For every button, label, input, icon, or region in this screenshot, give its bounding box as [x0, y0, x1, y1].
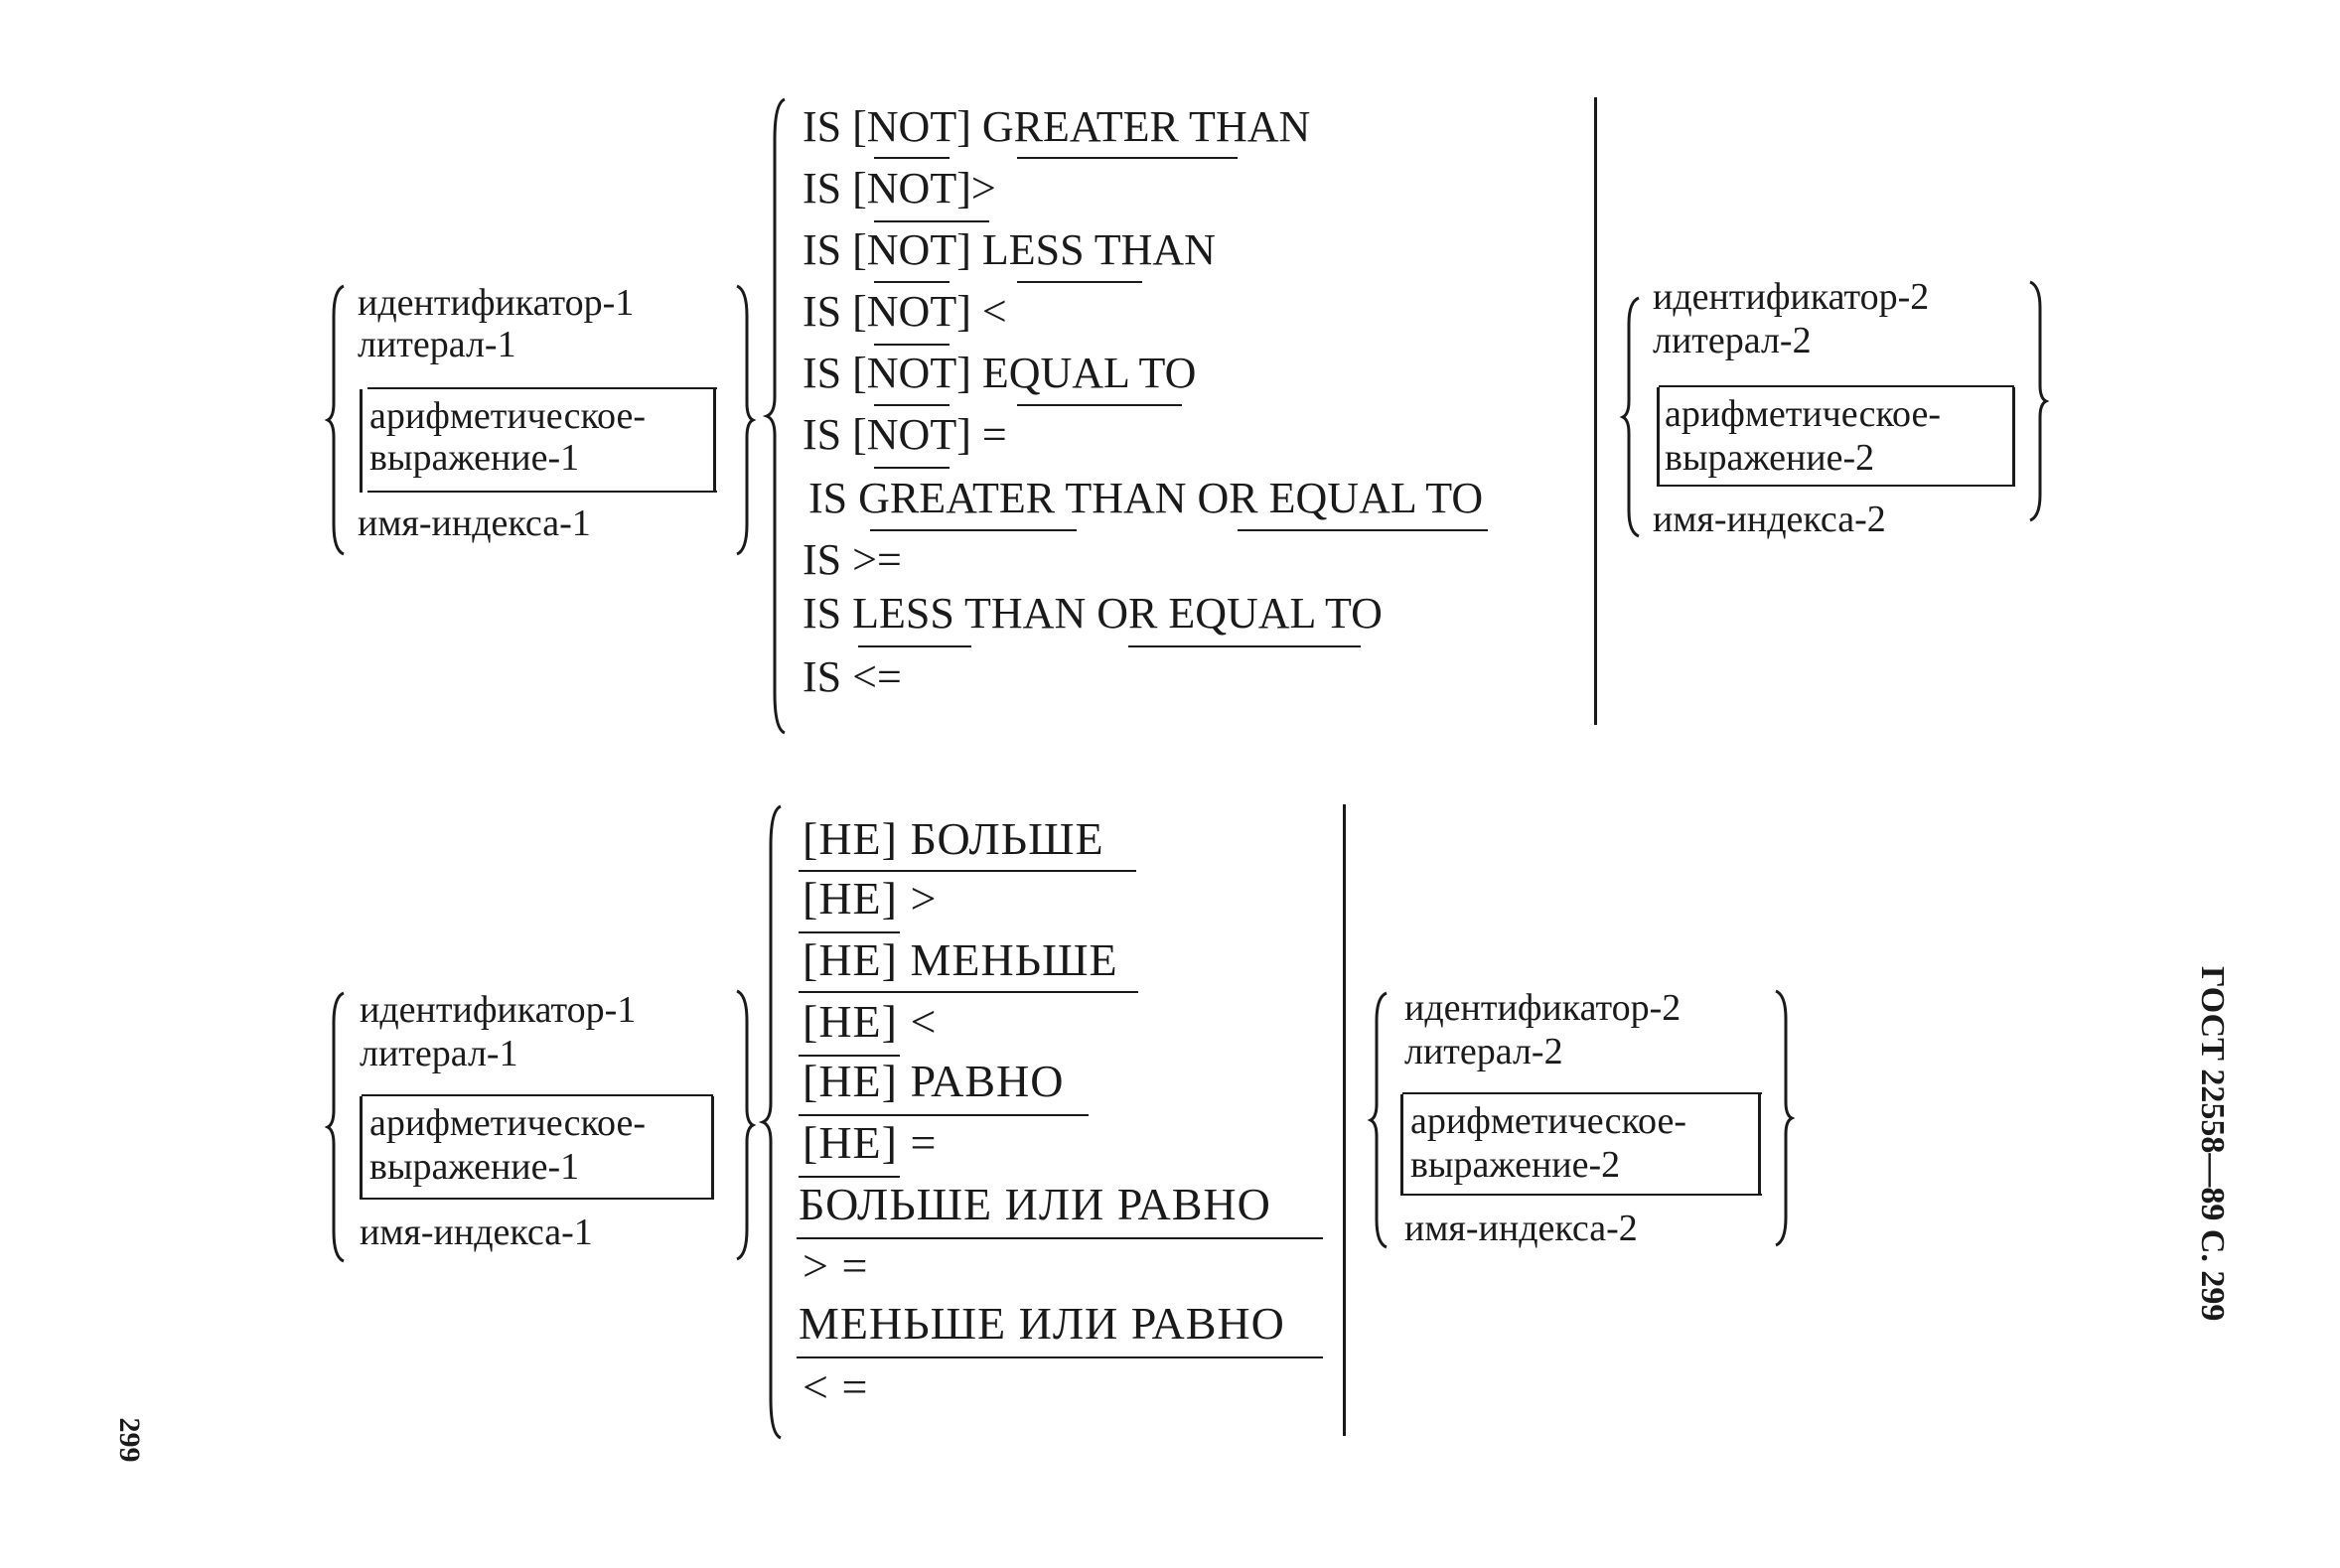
arith-box-left-rule	[360, 1096, 363, 1200]
arith-box-top-rule	[362, 1094, 713, 1096]
arith-box-top-rule	[1659, 385, 2014, 387]
relation-row: IS <=	[803, 652, 902, 701]
operand-arith-expr-2-line2: выражение-2	[1665, 437, 1875, 479]
underline	[799, 1055, 900, 1057]
underline	[870, 529, 1077, 531]
underline	[797, 1356, 1323, 1358]
operand-arith-expr-2-line2: выражение-2	[1410, 1144, 1621, 1186]
arith-box-right-rule	[1758, 1094, 1761, 1196]
arith-box-top-rule	[367, 387, 717, 389]
page-header: ГОСТ 22558—89 С. 299	[2194, 966, 2231, 1322]
underline	[1017, 281, 1142, 283]
operand-identifier-2: идентификатор-2	[1653, 276, 1930, 318]
underline	[874, 344, 950, 346]
arith-box-bottom-rule	[362, 1198, 713, 1200]
relation-row: IS >=	[803, 535, 902, 584]
relation-row: IS [NOT] <	[803, 287, 1007, 336]
relation-row: IS GREATER THAN OR EQUAL TO	[808, 474, 1484, 522]
left-brace-relations-top	[762, 97, 786, 735]
relation-row: < =	[803, 1361, 869, 1412]
underline	[858, 645, 971, 647]
arith-box-left-rule	[360, 389, 363, 493]
operand-literal-1: литерал-1	[358, 324, 516, 365]
arith-box-bottom-rule	[1402, 1194, 1762, 1196]
relation-row: [НЕ] БОЛЬШЕ	[803, 813, 1104, 864]
arith-box-bottom-rule	[367, 491, 717, 493]
operand-arith-expr-1-line2: выражение-1	[369, 1146, 580, 1188]
underline	[874, 467, 950, 469]
operand-index-name-1: имя-индекса-1	[358, 502, 591, 544]
left-brace-top-left	[324, 284, 345, 556]
operand-index-name-2: имя-индекса-2	[1653, 499, 1886, 540]
relation-row: [НЕ] МЕНЬШЕ	[803, 934, 1118, 985]
right-rule-relations-bottom	[1343, 804, 1346, 1436]
operand-literal-1: литерал-1	[360, 1033, 518, 1074]
underline	[874, 404, 950, 406]
underline	[799, 991, 1138, 993]
underline	[874, 157, 950, 159]
arith-box-top-rule	[1402, 1092, 1762, 1094]
operand-index-name-2: имя-индекса-2	[1404, 1208, 1638, 1249]
relation-row: [НЕ] <	[803, 996, 938, 1047]
operand-arith-expr-2-line1: арифметическое-	[1410, 1100, 1686, 1142]
left-brace-relations-bottom	[758, 804, 782, 1440]
relation-row: БОЛЬШЕ ИЛИ РАВНО	[799, 1179, 1271, 1229]
underline	[799, 931, 900, 933]
arith-box-right-rule	[2012, 387, 2015, 487]
relation-row: [НЕ] =	[803, 1117, 938, 1168]
arith-box-right-rule	[713, 389, 716, 493]
right-rule-relations-top	[1594, 97, 1597, 725]
underline	[874, 220, 989, 222]
arith-box-bottom-rule	[1659, 485, 2014, 487]
operand-identifier-1: идентификатор-1	[358, 282, 635, 324]
underline	[1238, 529, 1488, 531]
operand-arith-expr-1-line2: выражение-1	[369, 437, 580, 479]
relation-row: IS [NOT] LESS THAN	[803, 225, 1216, 274]
relation-row: IS [NOT]>	[803, 164, 996, 213]
operand-arith-expr-1-line1: арифметическое-	[369, 1102, 646, 1144]
left-brace-bottom-left	[324, 991, 345, 1263]
arith-box-left-rule	[1400, 1094, 1403, 1196]
operand-identifier-1: идентификатор-1	[360, 989, 637, 1031]
relation-row: [НЕ] РАВНО	[803, 1056, 1065, 1106]
operand-literal-2: литерал-2	[1653, 320, 1812, 361]
left-brace-bottom-right	[1367, 991, 1388, 1249]
operand-arith-expr-2-line1: арифметическое-	[1665, 393, 1941, 435]
relation-row: IS [NOT] EQUAL TO	[803, 349, 1197, 397]
right-brace-bottom-right	[1775, 989, 1796, 1247]
underline	[799, 1176, 900, 1178]
underline	[1128, 645, 1361, 647]
right-brace-top-right	[2029, 280, 2050, 522]
underline	[799, 870, 1136, 872]
relation-row: МЕНЬШЕ ИЛИ РАВНО	[799, 1298, 1285, 1349]
relation-row: > =	[803, 1240, 869, 1291]
operand-identifier-2: идентификатор-2	[1404, 987, 1682, 1029]
underline	[1017, 157, 1238, 159]
underline	[797, 1237, 1323, 1239]
relation-row: IS [NOT] GREATER THAN	[803, 102, 1311, 151]
right-brace-top-left	[736, 284, 757, 556]
arith-box-right-rule	[711, 1096, 714, 1200]
operand-literal-2: литерал-2	[1404, 1031, 1563, 1072]
page-number: 299	[113, 1417, 146, 1463]
underline	[1017, 404, 1182, 406]
operand-index-name-1: имя-индекса-1	[360, 1212, 593, 1253]
relation-row: IS [NOT] =	[803, 410, 1007, 459]
right-brace-bottom-left	[736, 989, 757, 1261]
relation-row: IS LESS THAN OR EQUAL TO	[803, 589, 1383, 638]
left-brace-top-right	[1619, 296, 1640, 538]
operand-arith-expr-1-line1: арифметическое-	[369, 395, 646, 437]
arith-box-left-rule	[1657, 387, 1660, 487]
underline	[799, 1114, 1089, 1116]
underline	[874, 281, 950, 283]
relation-row: [НЕ] >	[803, 873, 938, 924]
